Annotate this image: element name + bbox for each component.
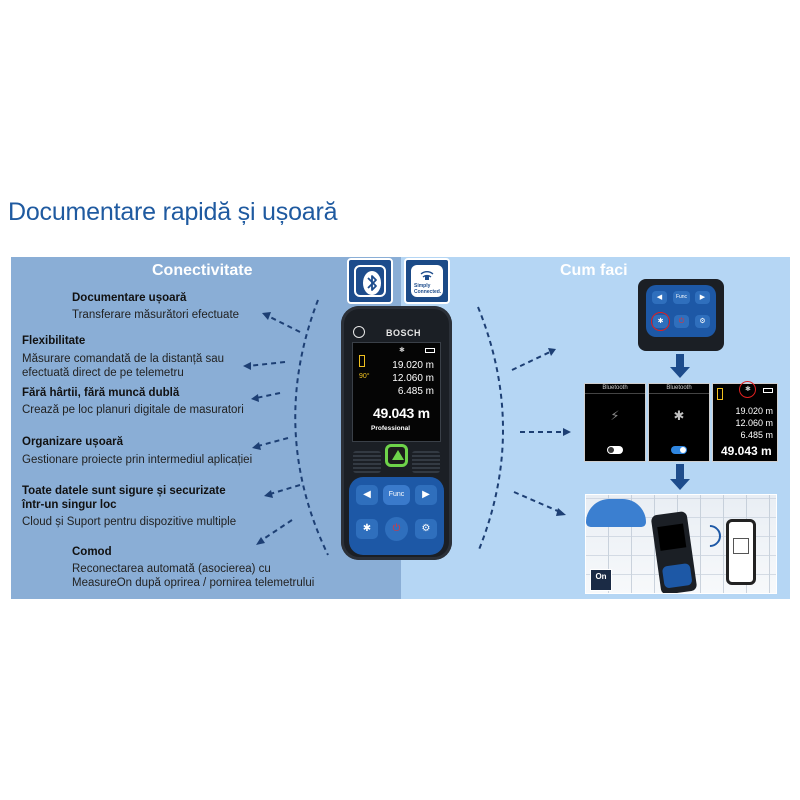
tile3-battery-icon: [763, 388, 773, 393]
tile3-level-bar-icon: [717, 388, 723, 400]
how-to-heading: Cum faci: [560, 262, 628, 279]
left-arrow-button[interactable]: ◀: [356, 485, 378, 505]
feature-title-secure-data-1: Toate datele sunt sigure și securizate: [22, 485, 226, 497]
speaker-grill-right: [412, 451, 440, 473]
step-func-key: Func: [673, 291, 690, 304]
bluetooth-badge: [347, 258, 393, 304]
step-arrow-stem-1: [676, 354, 684, 368]
connectivity-heading: Conectivitate: [152, 262, 253, 279]
laser-measure-device: BOSCH ✱ 90° 19.020 m 12.060 m 6.485 m 49…: [341, 306, 452, 560]
tile1-title: Bluetooth: [585, 385, 645, 394]
bluetooth-highlight-circle: [651, 312, 670, 331]
screen-reading-1: 19.020 m: [392, 360, 434, 371]
feature-desc-paperless: Crează pe loc planuri digitale de masura…: [22, 404, 244, 416]
screen-bluetooth-icon: ✱: [399, 347, 405, 354]
screen-main-reading: 49.043 m: [373, 405, 430, 421]
simply-connected-text: Simply Connected.: [414, 283, 442, 295]
phone-app-box: [733, 538, 749, 554]
tile3-reading-1: 19.020 m: [735, 406, 773, 416]
bluetooth-button[interactable]: ✱: [356, 519, 378, 539]
step-right-key: ▶: [695, 291, 710, 304]
feature-title-easy-documentation: Documentare ușoară: [72, 292, 187, 304]
feature-desc-comfort-2: MeasureOn după oprirea / pornirea teleme…: [72, 577, 315, 589]
bluetooth-off-icon: ⚡︎: [610, 408, 620, 423]
bluetooth-badge-inner: [354, 265, 386, 297]
feature-title-easy-organization: Organizare ușoară: [22, 436, 123, 448]
photo-device-screen: [657, 523, 687, 551]
step-settings-key: ⚙: [695, 315, 710, 328]
step-keypad: ◀ Func ▶ ✱ ⏻ ⚙: [646, 285, 716, 337]
bluetooth-screen-on: Bluetooth ✱: [648, 383, 710, 462]
toggle-knob: [608, 447, 614, 453]
tile3-reading-2: 12.060 m: [735, 418, 773, 428]
helmet-image: [586, 499, 646, 527]
bluetooth-on-icon: ✱: [673, 408, 685, 423]
screen-reading-3: 6.485 m: [397, 386, 434, 397]
bluetooth-toggle-off: [607, 446, 623, 454]
device-screen: ✱ 90° 19.020 m 12.060 m 6.485 m 49.043 m…: [352, 342, 441, 442]
right-arrow-button[interactable]: ▶: [415, 485, 437, 505]
feature-desc-easy-documentation: Transferare măsurători efectuate: [72, 309, 240, 321]
tile2-title: Bluetooth: [649, 385, 709, 394]
device-keypad: ◀ Func ▶ ✱ ⏻ ⚙: [349, 477, 444, 555]
simply-connected-badge-inner: Simply Connected.: [411, 265, 443, 297]
smartphone-image: [726, 519, 756, 585]
measure-triangle-icon: [392, 450, 404, 460]
feature-desc-easy-organization: Gestionare proiecte prin intermediul apl…: [22, 454, 253, 466]
feature-desc-flexibility-1: Măsurare comandată de la distanță sau: [22, 353, 225, 365]
measureon-app-icon: On: [590, 569, 612, 591]
wifi-icon: [420, 271, 434, 280]
tile3-main-reading: 49.043 m: [721, 444, 772, 458]
bluetooth-icon: [363, 271, 381, 295]
screen-reading-2: 12.060 m: [392, 373, 434, 384]
step-arrow-2: [670, 479, 690, 490]
page-title: Documentare rapidă și ușoară: [8, 198, 338, 226]
step-left-key: ◀: [652, 291, 667, 304]
app-usage-photo: On: [585, 494, 777, 594]
photo-device-keys: [661, 562, 693, 589]
bluetooth-toggle-on: [671, 446, 687, 454]
feature-title-secure-data-2: într-un singur loc: [22, 499, 117, 511]
tile3-reading-3: 6.485 m: [740, 430, 773, 440]
level-bar-icon: [359, 355, 365, 367]
step-power-key: ⏻: [674, 315, 689, 328]
feature-desc-comfort-1: Reconectarea automată (asocierea) cu: [72, 563, 271, 575]
toggle-knob: [680, 447, 686, 453]
device-model: Professional: [371, 425, 411, 432]
screen-angle: 90°: [359, 373, 370, 380]
simply-connected-badge: Simply Connected.: [404, 258, 450, 304]
bosch-logo-icon: [353, 326, 365, 338]
connectivity-panel: [11, 257, 401, 599]
step-arrow-stem-2: [676, 464, 684, 480]
feature-title-comfort: Comod: [72, 546, 112, 558]
battery-icon: [425, 348, 435, 353]
feature-desc-flexibility-2: efectuată direct de pe telemetru: [22, 367, 184, 379]
bluetooth-screen-off: Bluetooth ⚡︎: [584, 383, 646, 462]
device-brand: BOSCH: [385, 328, 421, 338]
power-button[interactable]: ⏻: [385, 517, 408, 541]
step-arrow-1: [670, 367, 690, 378]
settings-button[interactable]: ⚙: [415, 519, 437, 539]
func-button[interactable]: Func: [383, 485, 410, 505]
feature-title-paperless: Fără hârtii, fără muncă dublă: [22, 387, 180, 399]
speaker-grill-left: [353, 451, 381, 473]
feature-title-flexibility: Flexibilitate: [22, 335, 86, 347]
step-keypad-closeup: ◀ Func ▶ ✱ ⏻ ⚙: [638, 279, 724, 351]
measure-button[interactable]: [385, 444, 408, 467]
tile3-bluetooth-highlight-circle: [739, 381, 756, 398]
feature-desc-secure-data: Cloud și Suport pentru dispozitive multi…: [22, 516, 237, 528]
measurement-screen: ✱ 19.020 m 12.060 m 6.485 m 49.043 m: [712, 381, 778, 462]
